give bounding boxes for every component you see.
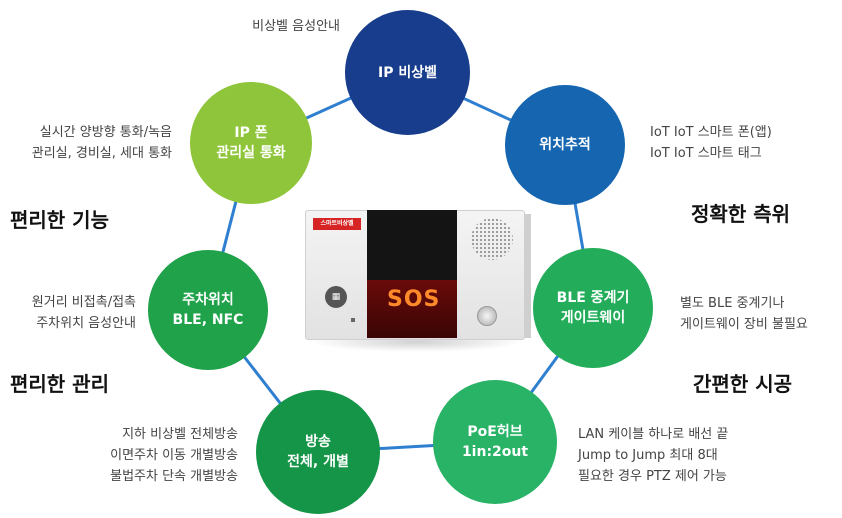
device-led bbox=[351, 318, 355, 322]
node-poe-hub-line2: 1in:2out bbox=[461, 444, 529, 460]
speaker-grille-icon bbox=[471, 218, 513, 260]
sos-device-image: 스마트비상벨 ▦ SOS bbox=[305, 210, 531, 352]
node-location-tracking: 위치추적 bbox=[505, 85, 625, 205]
node-poe-hub: PoE허브 1in:2out bbox=[433, 380, 557, 504]
desc-ipphone-line2: 관리실, 경비실, 세대 통화 bbox=[31, 146, 172, 161]
desc-poe-line1: LAN 케이블 하나로 배선 끝 bbox=[578, 427, 729, 442]
heading-convenient-function: 편리한 기능 bbox=[10, 208, 109, 232]
node-ip-phone-line2: 관리실 통화 bbox=[216, 145, 286, 161]
node-location-tracking-label: 위치추적 bbox=[539, 137, 591, 153]
device-brand-label: 스마트비상벨 bbox=[313, 218, 361, 230]
desc-parking-line1: 원거리 비접촉/접촉 bbox=[31, 295, 136, 310]
desc-gateway-line2: 게이트웨이 장비 불필요 bbox=[680, 317, 808, 332]
node-parking-line1: 주차위치 bbox=[182, 292, 234, 308]
node-broadcast-line1: 방송 bbox=[305, 434, 331, 450]
heading-convenient-management: 편리한 관리 bbox=[10, 372, 109, 396]
sos-subcaption bbox=[377, 320, 447, 328]
desc-ip-bell-line: 비상벨 음성안내 bbox=[252, 19, 340, 34]
heading-simple-install: 간편한 시공 bbox=[693, 372, 792, 396]
desc-broadcast-line2: 이면주차 이동 개별방송 bbox=[110, 448, 238, 463]
node-ip-bell-label: IP 비상벨 bbox=[378, 64, 437, 81]
desc-broadcast: 지하 비상벨 전체방송 이면주차 이동 개별방송 불법주차 단속 개별방송 bbox=[110, 424, 238, 487]
desc-ipphone: 실시간 양방향 통화/녹음 관리실, 경비실, 세대 통화 bbox=[32, 122, 172, 164]
node-poe-hub-line1: PoE허브 bbox=[467, 424, 523, 440]
node-ble-gateway-line2: 게이트웨이 bbox=[560, 310, 626, 326]
sos-button-label: SOS bbox=[387, 287, 441, 312]
desc-broadcast-line1: 지하 비상벨 전체방송 bbox=[122, 427, 238, 442]
nfc-card-icon: ▦ bbox=[325, 286, 347, 308]
device-red-panel bbox=[367, 280, 457, 338]
desc-gateway: 별도 BLE 중계기나 게이트웨이 장비 불필요 bbox=[680, 293, 808, 335]
node-ip-phone-line1: IP 폰 bbox=[234, 125, 268, 141]
node-broadcast-line2: 전체, 개별 bbox=[287, 454, 349, 470]
node-parking: 주차위치 BLE, NFC bbox=[148, 250, 268, 370]
node-ip-phone: IP 폰 관리실 통화 bbox=[190, 82, 312, 204]
desc-location-line1: IoT IoT 스마트 폰(앱) bbox=[650, 125, 772, 140]
node-parking-line2: BLE, NFC bbox=[172, 312, 244, 328]
call-button-icon bbox=[477, 306, 497, 326]
device-side bbox=[523, 214, 531, 338]
desc-location-line2: IoT IoT 스마트 태그 bbox=[650, 146, 762, 161]
node-ip-bell: IP 비상벨 bbox=[345, 10, 470, 135]
desc-location: IoT IoT 스마트 폰(앱) IoT IoT 스마트 태그 bbox=[650, 122, 772, 164]
desc-gateway-line1: 별도 BLE 중계기나 bbox=[680, 296, 785, 311]
heading-accurate-location: 정확한 측위 bbox=[691, 202, 790, 226]
node-ble-gateway-line1: BLE 중계기 bbox=[556, 290, 630, 306]
device-right-caption bbox=[465, 294, 515, 302]
device-left-caption bbox=[319, 268, 359, 276]
desc-poe-line3: 필요한 경우 PTZ 제어 가능 bbox=[578, 469, 727, 484]
desc-ip-bell: 비상벨 음성안내 bbox=[252, 16, 340, 37]
desc-ipphone-line1: 실시간 양방향 통화/녹음 bbox=[39, 125, 172, 140]
node-broadcast: 방송 전체, 개별 bbox=[256, 390, 380, 514]
desc-parking-line2: 주차위치 음성안내 bbox=[36, 316, 136, 331]
node-ble-gateway: BLE 중계기 게이트웨이 bbox=[533, 248, 653, 368]
desc-parking: 원거리 비접촉/접촉 주차위치 음성안내 bbox=[32, 292, 136, 334]
desc-poe-line2: Jump to Jump 최대 8대 bbox=[578, 448, 718, 463]
desc-broadcast-line3: 불법주차 단속 개별방송 bbox=[110, 469, 238, 484]
desc-poe: LAN 케이블 하나로 배선 끝 Jump to Jump 최대 8대 필요한 … bbox=[578, 424, 728, 487]
